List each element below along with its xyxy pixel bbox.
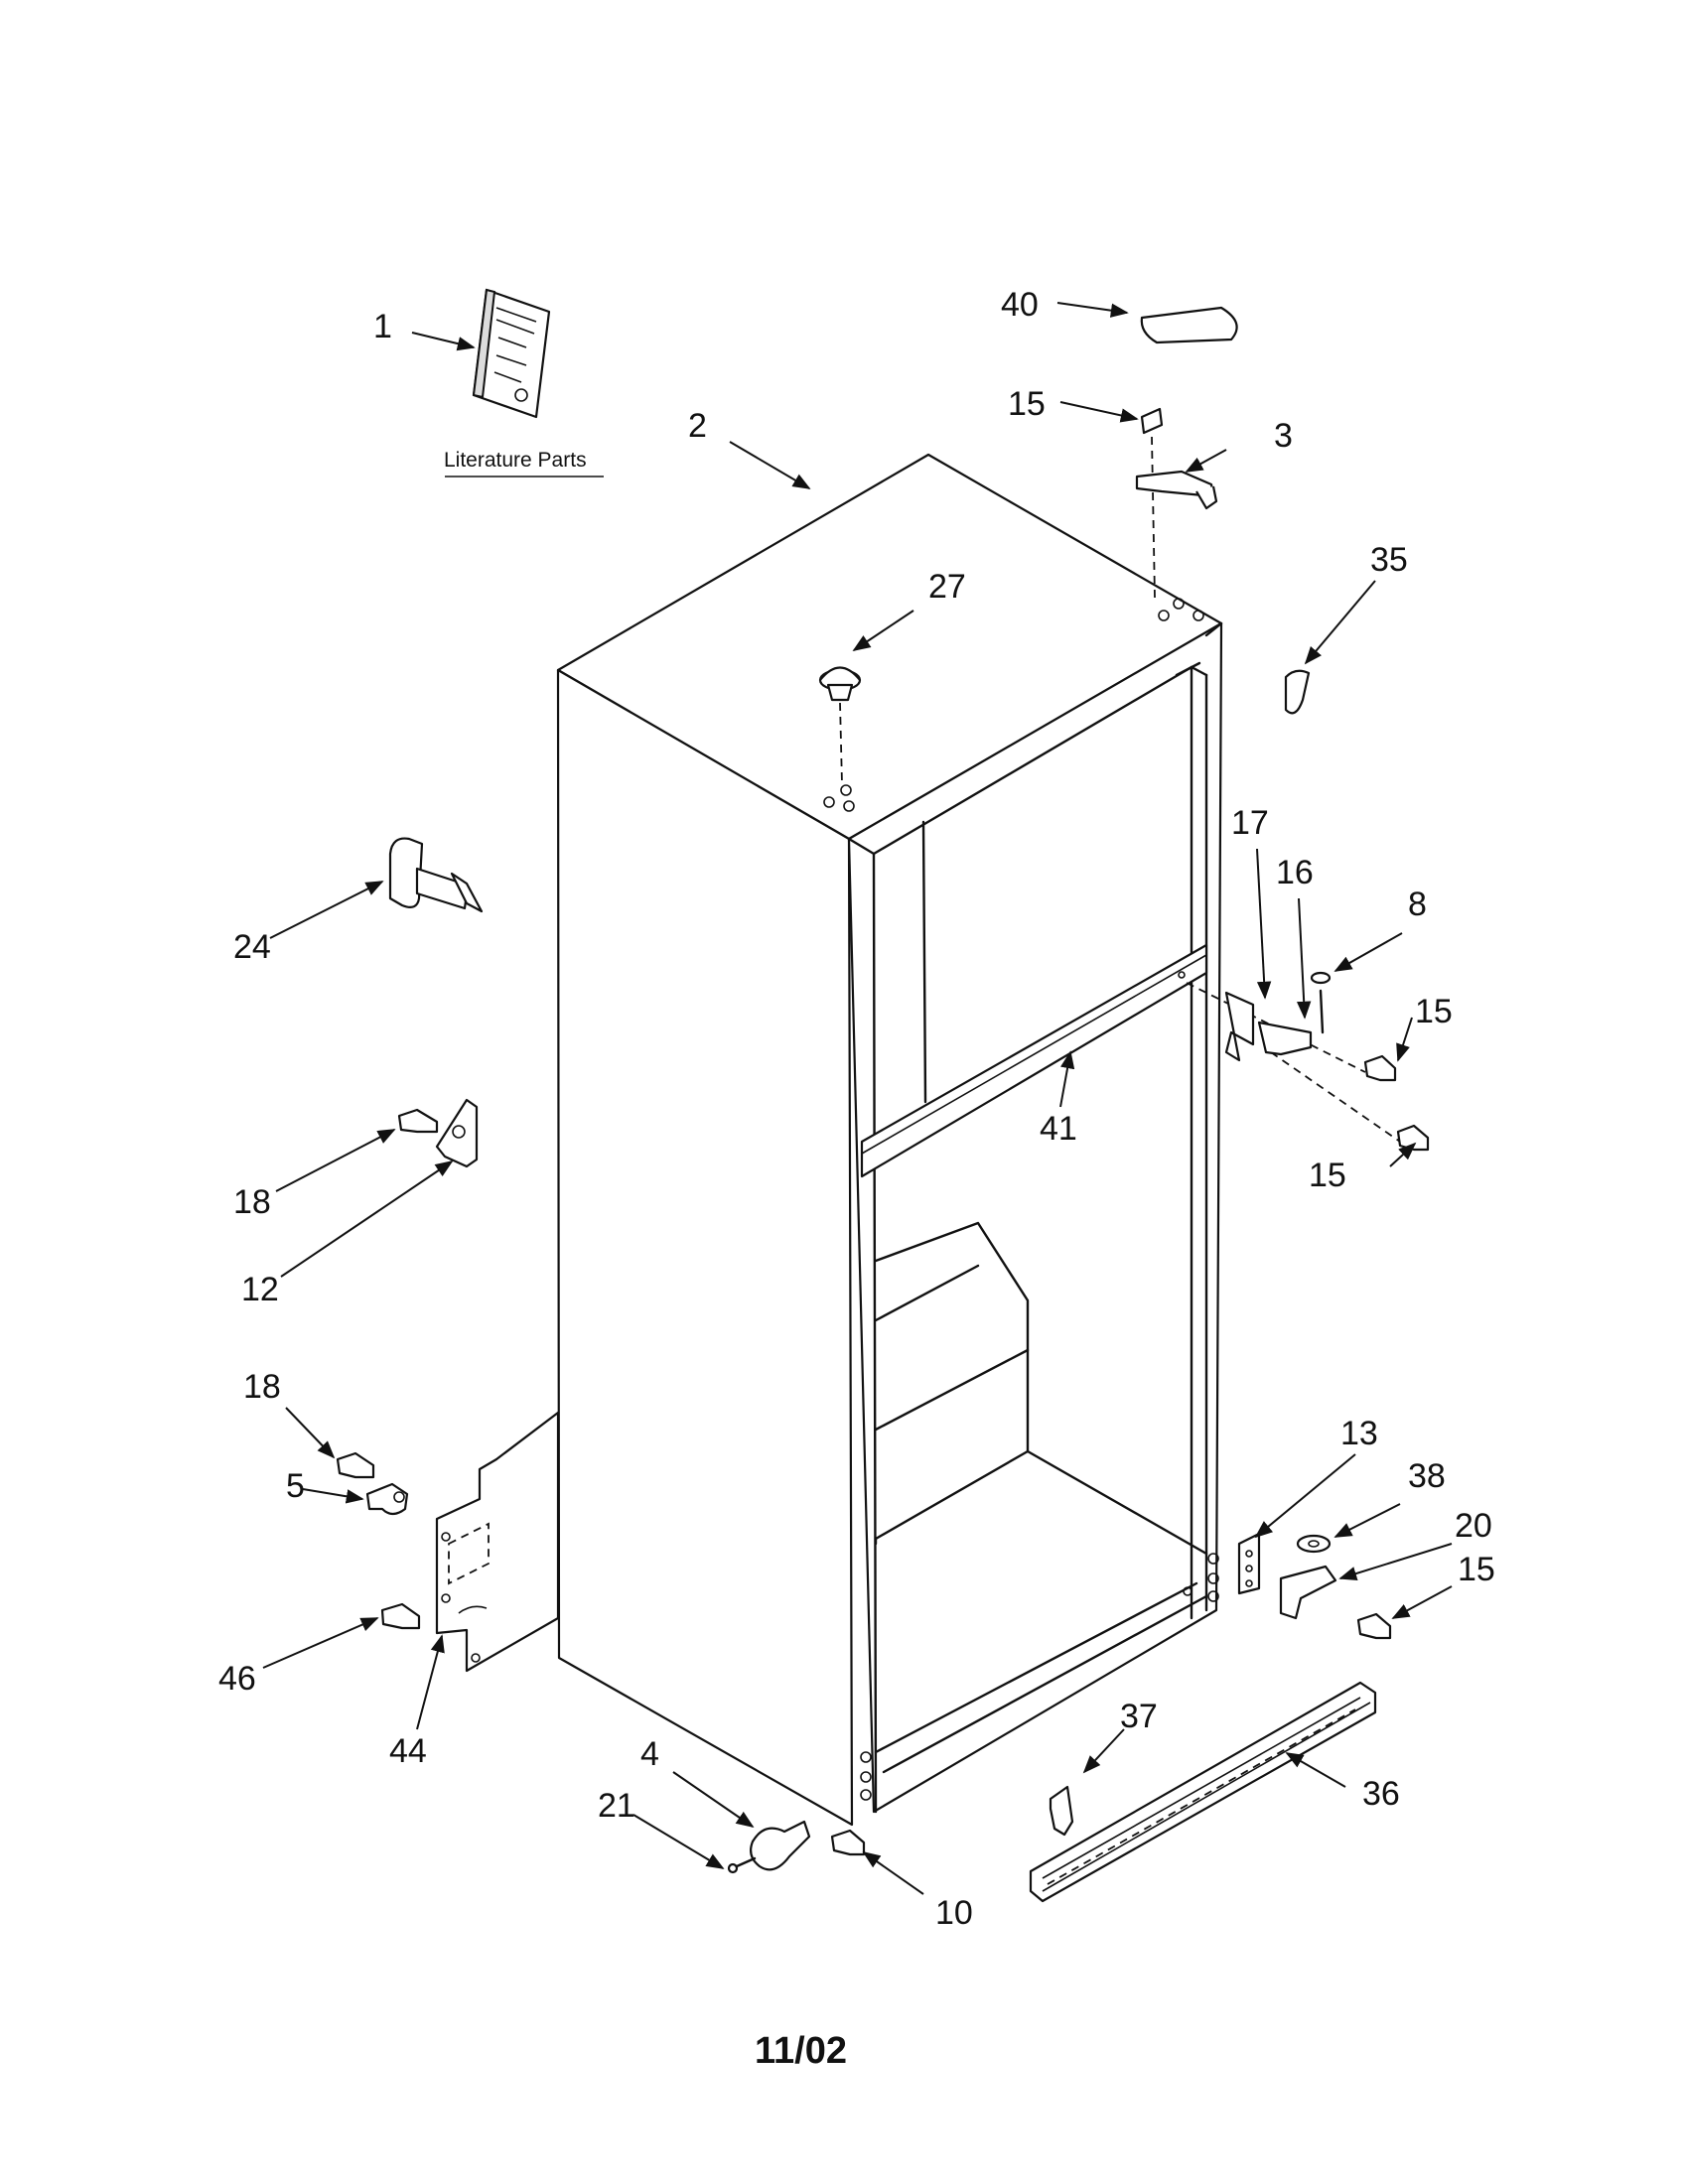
callout-15c: 15	[1309, 1157, 1346, 1194]
mounting-pin	[388, 837, 484, 913]
lower-hinge-assembly	[1237, 1532, 1392, 1640]
literature-caption: Literature Parts	[444, 449, 587, 472]
toe-grille	[1029, 1681, 1377, 1903]
callout-5: 5	[286, 1467, 305, 1505]
center-hinge-assembly	[1186, 971, 1430, 1152]
callout-38: 38	[1408, 1457, 1446, 1495]
cabinet	[556, 453, 1223, 1827]
callout-16: 16	[1276, 854, 1314, 891]
literature-booklet	[472, 288, 551, 419]
panel-screw	[380, 1602, 421, 1630]
callout-3: 3	[1274, 417, 1293, 455]
callout-15b: 15	[1415, 993, 1453, 1030]
top-clip	[1284, 669, 1311, 715]
callout-15a: 15	[1008, 385, 1046, 423]
callout-1: 1	[373, 308, 392, 345]
callout-2: 2	[688, 407, 707, 445]
top-plug	[818, 666, 862, 785]
date-code: 11/02	[755, 2030, 847, 2072]
callout-18a: 18	[233, 1183, 271, 1221]
leader-lines	[262, 302, 1453, 1895]
callout-labels: 1 2 3 40 15 27 35 24 17 16 8 15 15 41 18…	[218, 286, 1495, 1932]
callout-37: 37	[1120, 1698, 1158, 1735]
grille-clip	[1049, 1785, 1074, 1837]
callout-24: 24	[233, 928, 271, 966]
callout-41: 41	[1040, 1110, 1077, 1148]
left-bracket	[397, 1098, 479, 1168]
callout-17: 17	[1231, 804, 1269, 842]
top-hinge	[1135, 407, 1218, 599]
lower-left-clamp	[336, 1451, 409, 1516]
callout-8: 8	[1408, 886, 1427, 923]
callout-4: 4	[640, 1735, 659, 1773]
callout-18b: 18	[243, 1368, 281, 1406]
callout-20: 20	[1455, 1507, 1492, 1545]
callout-35: 35	[1370, 541, 1408, 579]
leveling-leg	[727, 1820, 811, 1874]
callout-21: 21	[598, 1787, 635, 1825]
side-panel	[435, 1411, 560, 1673]
leg-screw	[830, 1829, 866, 1856]
callout-36: 36	[1362, 1775, 1400, 1813]
callout-15d: 15	[1458, 1551, 1495, 1588]
callout-27: 27	[928, 568, 966, 606]
callout-13: 13	[1340, 1415, 1378, 1452]
hinge-cover	[1140, 306, 1238, 344]
callout-10: 10	[935, 1894, 973, 1932]
divider-rail	[860, 943, 1208, 1178]
callout-44: 44	[389, 1732, 427, 1770]
callout-46: 46	[218, 1660, 256, 1698]
callout-40: 40	[1001, 286, 1039, 324]
callout-12: 12	[241, 1271, 279, 1308]
